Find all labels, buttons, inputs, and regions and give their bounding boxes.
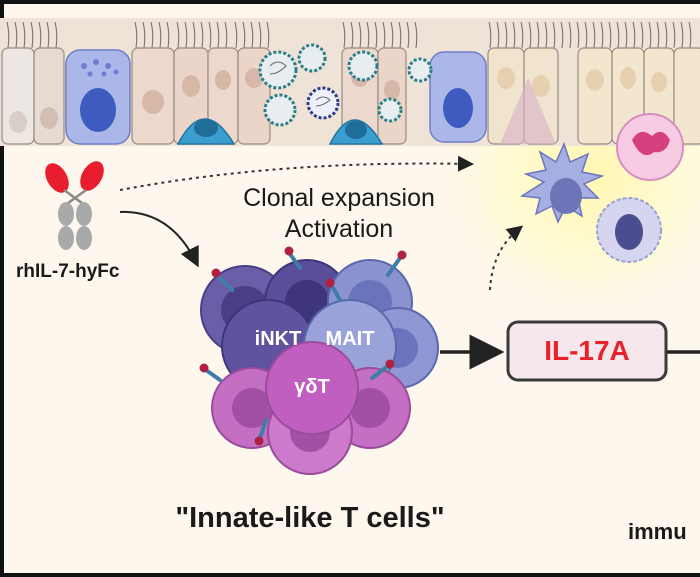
epithelium-layer — [0, 18, 700, 146]
epithelial-nuclei — [9, 65, 667, 133]
virus-particles — [258, 43, 433, 127]
activation-arrow — [119, 210, 199, 268]
tcr-receptors — [204, 252, 402, 440]
innate-like-t-cell-cluster — [199, 246, 439, 475]
dashed-arrow-right — [489, 225, 524, 291]
il17a-box — [506, 320, 668, 382]
dendritic-cell — [519, 141, 605, 224]
gamma-delta-cells — [211, 341, 411, 475]
process-line-2: Activation — [284, 215, 394, 243]
cilia — [6, 21, 692, 49]
antigen-dots — [199, 246, 407, 446]
drug-label: rhIL-7-hyFc — [16, 261, 120, 282]
basal-cells — [176, 118, 384, 145]
rhil7-hyfc-molecule — [45, 161, 104, 250]
neutrophil — [616, 113, 684, 181]
process-line-1: Clonal expansion — [243, 184, 435, 212]
il17a-label: IL-17A — [544, 335, 630, 366]
monocyte — [596, 197, 662, 263]
dashed-arrow-top — [119, 155, 474, 191]
gamma-delta-label: γδT — [294, 376, 330, 398]
inkt-label: iNKT — [254, 328, 302, 350]
cropped-label: immu — [628, 519, 687, 544]
faded-cell — [500, 78, 556, 144]
goblet-cells — [65, 49, 487, 145]
mait-label: MAIT — [325, 328, 375, 350]
group-label: "Innate-like T cells" — [175, 502, 445, 534]
